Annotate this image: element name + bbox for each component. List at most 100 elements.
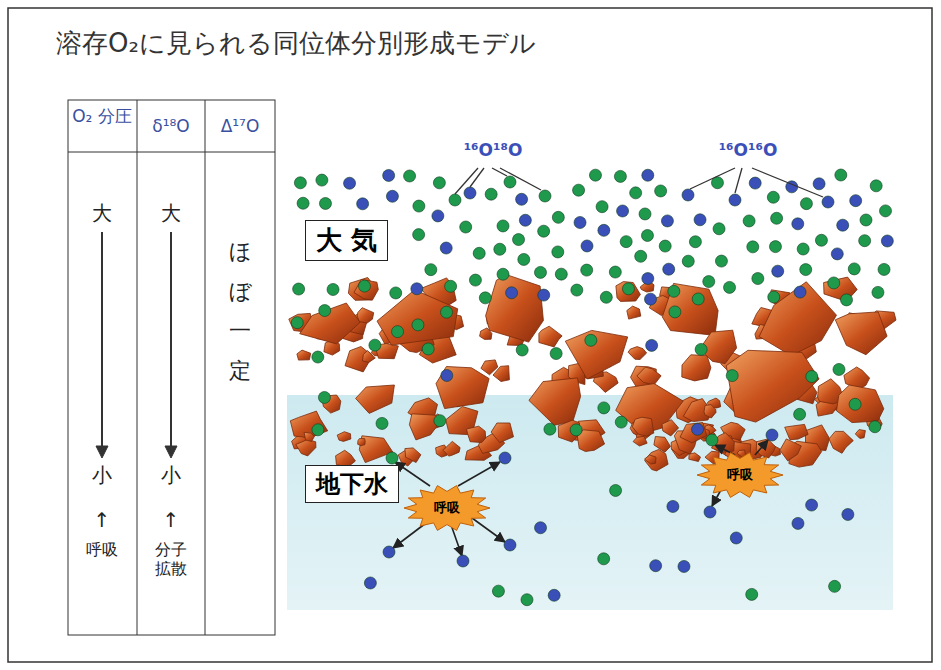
leader-lines [455,168,823,197]
molecule-dot [506,287,518,299]
rock [354,279,378,300]
molecule-dot [667,500,679,512]
molecule-dot [534,266,546,278]
molecule-dot [441,306,453,318]
respiration-arrow [472,518,505,542]
molecule-dot [550,348,562,360]
molecule-dot [749,177,761,189]
molecule-dot [434,415,446,427]
molecule-dot [870,180,882,192]
molecule-dot [794,408,806,420]
molecule-dot [411,283,423,295]
molecule-dot [767,191,779,203]
molecule-dot [555,268,567,280]
molecule-dot [609,266,621,278]
molecule-dot [743,215,755,227]
molecule-dot [574,217,586,229]
molecule-label: ¹⁶O¹⁸O [464,140,523,160]
molecule-dot [617,205,629,217]
rock [632,417,653,436]
molecule-dot [571,284,583,296]
molecule-dot [598,553,610,565]
rock [409,414,438,440]
molecule-dot [669,306,681,318]
molecule-dot [392,326,404,338]
molecule-dot [639,208,651,220]
table-cell: 大 [161,200,181,227]
molecule-dot [449,194,461,206]
molecule-dot [441,369,453,381]
molecule-dot [585,334,597,346]
rock [682,355,711,381]
rock [628,347,647,360]
molecule-dot [872,286,884,298]
molecule-dot [813,178,825,190]
molecule-dot [548,589,560,601]
node-text: 地下水 [316,468,388,500]
region-label-box: 大 気 [305,220,388,261]
rock [726,350,819,422]
table-cell: ほぼ一定 [229,232,251,390]
respiration-arrow [395,462,430,486]
molecule-dot [794,286,806,298]
molecule-dot [682,255,694,267]
molecule-dot [369,339,381,351]
column-header: δ¹⁸O [152,116,189,136]
table-cell: 小 [161,462,181,489]
molecule-dot [850,195,862,207]
rock [654,437,671,453]
molecule-dot [497,268,509,280]
rock [662,420,679,436]
leader-line [492,168,507,176]
molecule-dot [293,283,305,295]
molecule-dot [766,429,778,441]
rock [529,378,581,425]
molecule-dot [316,174,328,186]
rock [377,290,458,345]
molecule-dot [460,221,472,233]
molecule-dot [849,398,861,410]
molecule-dot [692,423,704,435]
molecule-dot [432,210,444,222]
molecule-dot [552,211,564,223]
molecule-dot [312,424,324,436]
molecule-dot [806,499,818,511]
molecule-dot [598,402,610,414]
molecule-dot [641,229,653,241]
molecule-dot [771,212,783,224]
molecule-dot [881,235,893,247]
molecule-dot [663,263,675,275]
molecule-dot [772,265,784,277]
molecule-dot [661,215,673,227]
molecule-dot [620,236,632,248]
molecule-dot [504,176,516,188]
rock [405,448,421,463]
molecule-dot [516,193,528,205]
molecule-dot [294,177,306,189]
molecule-dot [479,292,491,304]
molecule-dot [769,241,781,253]
molecule-dot [752,273,764,285]
molecule-dot [655,185,667,197]
molecule-dot [730,532,742,544]
rock [337,432,351,442]
molecule-dot [797,243,809,255]
molecule-dot [650,560,662,572]
molecule-dot [746,588,758,600]
molecule-dot [504,539,516,551]
molecule-dot [291,317,303,329]
rock [645,455,657,464]
title: 溶存O₂に見られる同位体分別形成モデル [56,26,536,61]
rock [467,426,486,442]
leader-line [470,168,484,187]
rock [565,330,627,379]
column-header: O₂ 分圧 [72,106,132,126]
molecule-dot [581,264,593,276]
molecule-dot [678,560,690,572]
rock [780,439,801,461]
molecule-dot [297,197,309,209]
rock [491,423,513,443]
rock [837,385,884,423]
molecule-dot [404,170,416,182]
molecule-dot [689,236,701,248]
